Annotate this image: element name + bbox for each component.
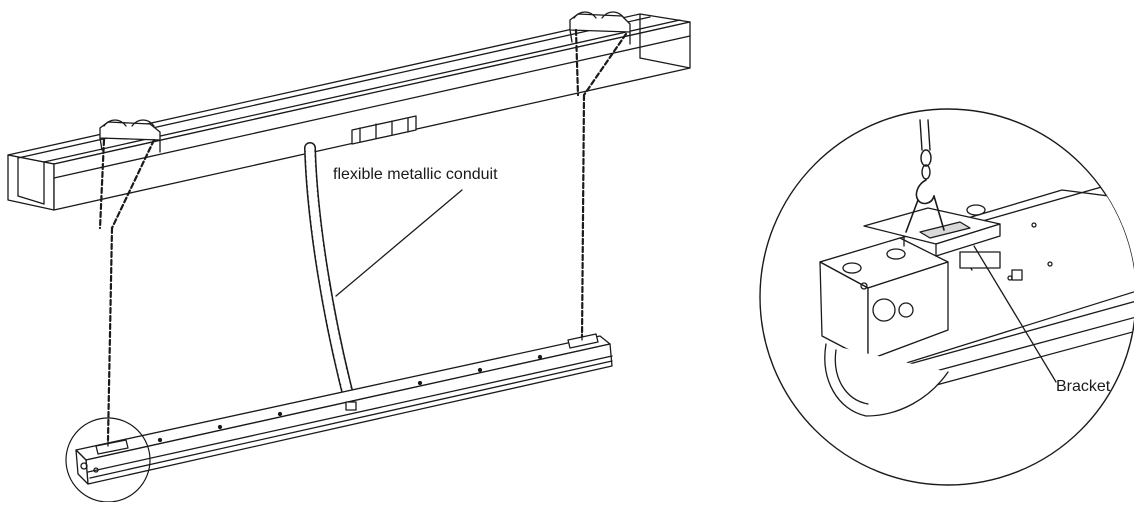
fixture-bracket-right: [567, 333, 599, 349]
chain-icon: [919, 119, 932, 180]
conduit-label: flexible metallic conduit: [333, 166, 498, 183]
fixture-bracket-left: [95, 439, 129, 455]
detail-view-circle: [759, 108, 1134, 486]
chain-right: [574, 28, 628, 342]
overhead-channel-beam: [7, 13, 691, 211]
hook-icon: [905, 179, 945, 233]
linear-fixture: [75, 335, 613, 485]
beam-clamp-left: [99, 119, 161, 153]
junction-box: [351, 115, 417, 145]
bracket-leader-line: [973, 245, 1057, 383]
bracket-label: Bracket: [1056, 378, 1111, 395]
chain-left: [98, 138, 156, 442]
flexible-metallic-conduit: [304, 142, 358, 416]
beam-clamp-right: [569, 11, 631, 45]
conduit-leader-line: [335, 189, 463, 297]
